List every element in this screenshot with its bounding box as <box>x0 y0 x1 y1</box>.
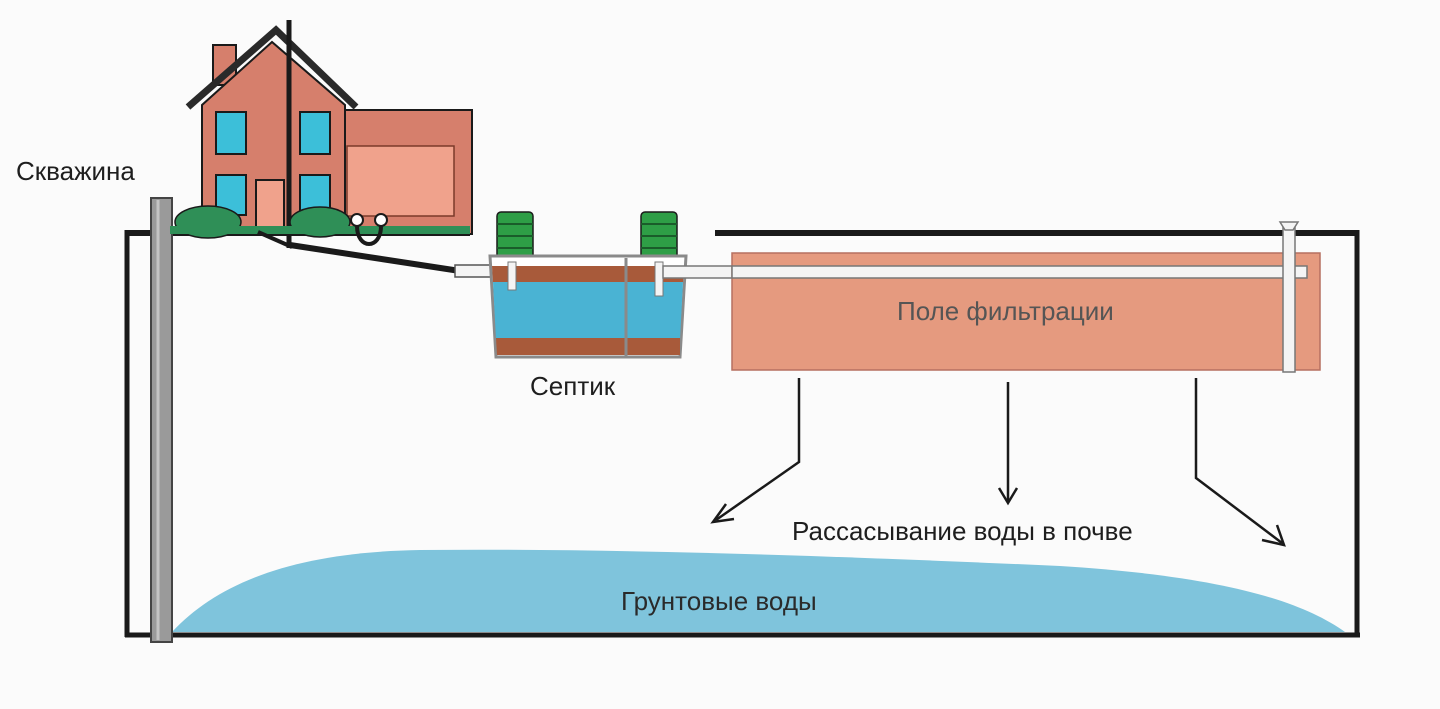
groundwater-label: Грунтовые воды <box>621 586 817 616</box>
door <box>255 179 285 233</box>
groundwater-area <box>172 549 1345 632</box>
soil-absorption-label: Рассасывание воды в почве <box>792 516 1133 546</box>
absorption-arrows <box>710 378 1286 547</box>
sewer-pipe <box>257 230 496 278</box>
septic-tank <box>488 211 688 359</box>
septic-label: Септик <box>530 371 616 401</box>
septic-hatch <box>496 211 534 261</box>
arrow-left <box>710 378 801 524</box>
filtration-field <box>731 221 1321 373</box>
arrow-right <box>1194 378 1286 547</box>
house <box>170 20 473 248</box>
filtration-field-label: Поле фильтрации <box>897 296 1114 326</box>
well-label: Скважина <box>16 156 135 186</box>
well-pipe <box>150 197 173 643</box>
septic-hatch <box>640 211 678 261</box>
window <box>299 111 331 155</box>
arrow-center <box>997 382 1019 506</box>
window <box>215 111 247 155</box>
vent-pipe <box>1282 223 1296 373</box>
